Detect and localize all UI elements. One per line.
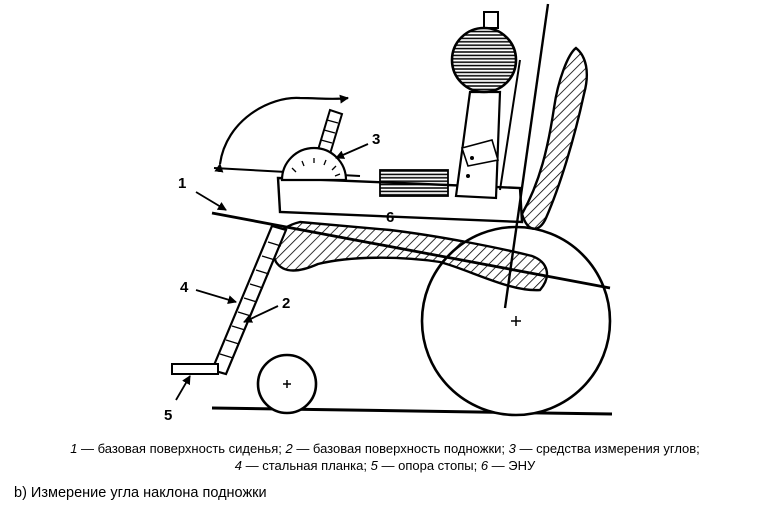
bracket-bolt-2 xyxy=(466,174,470,178)
back-frame-line xyxy=(503,3,550,309)
leader-2 xyxy=(243,305,279,323)
lower-frame xyxy=(271,220,549,292)
label-1: 1 xyxy=(178,175,186,192)
legend-text-2: — базовая поверхность подножки; xyxy=(292,441,509,456)
back-frame-inner xyxy=(499,59,521,191)
legend-num-3: 3 xyxy=(508,441,516,456)
backrest xyxy=(520,46,588,230)
label-2: 2 xyxy=(282,295,290,312)
rear-wheel-hub xyxy=(511,316,521,326)
angle-arc xyxy=(214,94,349,173)
leader-5 xyxy=(175,375,191,401)
bracket-bolt-1 xyxy=(470,156,474,160)
legend-line-1: 1 — базовая поверхность сиденья; 2 — баз… xyxy=(0,440,770,457)
legend-num-1: 1 xyxy=(70,441,78,456)
legend-text-4: — стальная планка; xyxy=(241,458,371,473)
legend-text-1: — базовая поверхность сиденья; xyxy=(77,441,286,456)
legend-num-5: 5 xyxy=(370,458,378,473)
legend-num-6: 6 xyxy=(480,458,489,473)
legend-text-6: — ЭНУ xyxy=(488,458,536,473)
wheelchair-footrest-angle-diagram: 1 2 3 4 5 6 xyxy=(164,3,613,424)
head-peg xyxy=(483,11,499,29)
leader-3 xyxy=(335,143,369,159)
legend-text-5: — опора стопы; xyxy=(377,458,481,473)
foot-support xyxy=(171,363,219,375)
label-4: 4 xyxy=(180,279,189,296)
label-5: 5 xyxy=(164,407,172,424)
footrest-strip-ticks xyxy=(219,241,282,359)
front-caster-hub xyxy=(283,380,291,388)
seat-block xyxy=(379,169,449,197)
figure-subtitle: b) Измерение угла наклона подножки xyxy=(14,485,267,501)
legend-num-2: 2 xyxy=(285,441,293,456)
legend-line-2: 4 — стальная планка; 5 — опора стопы; 6 … xyxy=(0,457,770,474)
head-sphere xyxy=(450,26,518,94)
label-3: 3 xyxy=(372,131,380,148)
leader-4 xyxy=(195,289,237,305)
leader-1 xyxy=(195,191,227,211)
seat-reference-line xyxy=(211,211,611,290)
legend-text-3: — средства измерения углов; xyxy=(515,441,700,456)
label-6: 6 xyxy=(386,209,394,226)
legend-num-4: 4 xyxy=(234,458,242,473)
